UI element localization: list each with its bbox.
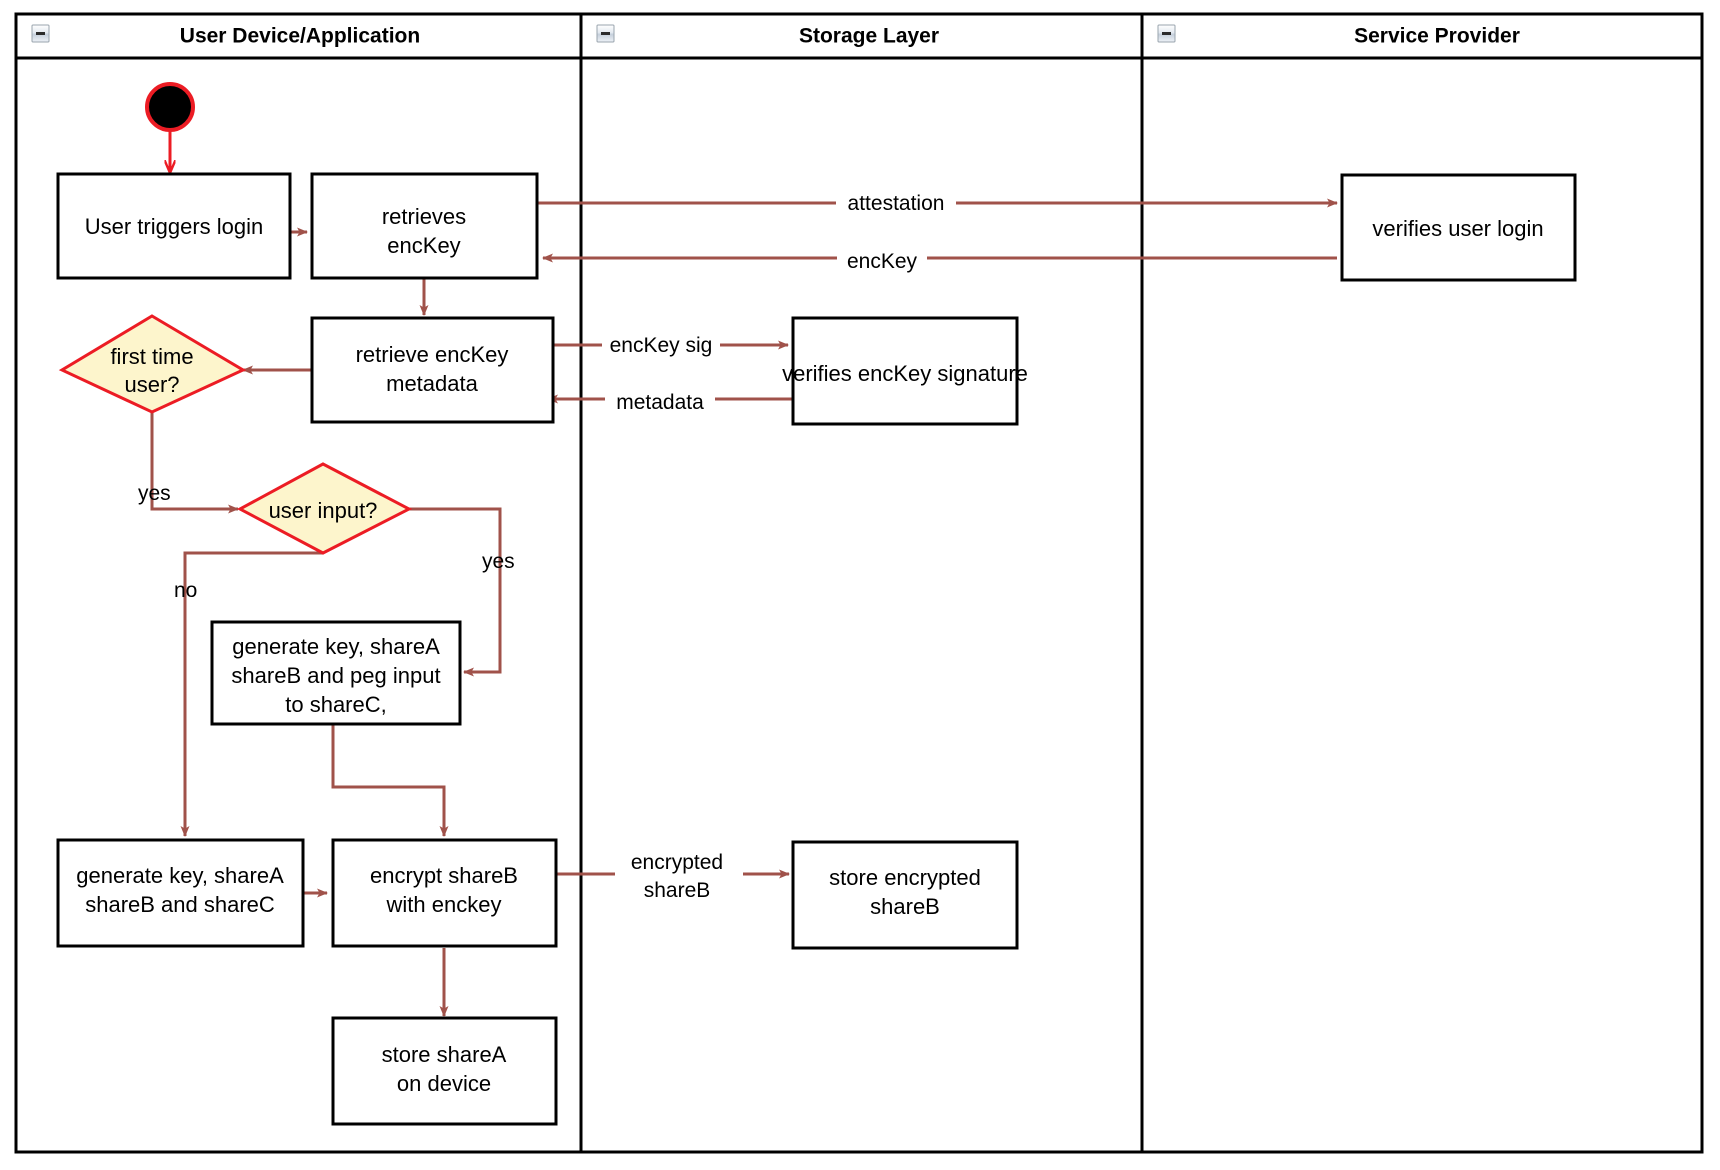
lane-title-service-provider: Service Provider [1354, 25, 1520, 48]
edge-label-enckey-sig: encKey sig [610, 334, 713, 357]
node-verifies-user-login[interactable]: verifies user login [1340, 173, 1577, 282]
node-label-encrypt-shareb-line1: encrypt shareB [370, 863, 518, 888]
activity-box-retrieve-enckey-metadata[interactable] [310, 316, 555, 424]
node-store-encrypted-shareb[interactable]: store encrypted shareB [791, 840, 1019, 950]
edge-label-bg-enckey-sig [602, 332, 720, 358]
node-label-user-input: user input? [269, 498, 378, 523]
node-user-triggers-login[interactable]: User triggers login [56, 172, 292, 280]
node-retrieves-enckey[interactable]: retrieves encKey [310, 172, 539, 280]
activity-box-store-sharea-on-device[interactable] [331, 1016, 558, 1126]
node-label-encrypt-shareb-line2: with enckey [386, 892, 502, 917]
activity-box-generate-sharea-b-c[interactable] [56, 838, 305, 948]
node-label-verifies-user-login: verifies user login [1372, 216, 1543, 241]
activity-box-verifies-enckey-signature[interactable] [791, 316, 1019, 426]
node-generate-peg-sharec[interactable]: generate key, shareA shareB and peg inpu… [210, 620, 462, 726]
activity-box-store-encrypted-shareb[interactable] [791, 840, 1019, 950]
node-label-generate-abc-line2: shareB and shareC [85, 892, 275, 917]
node-generate-sharea-b-c[interactable]: generate key, shareA shareB and shareC [56, 838, 305, 948]
node-label-retrieves-enckey-line1: retrieves [382, 204, 466, 229]
edge-label-bg-encrypted-shareb [615, 846, 743, 902]
node-label-store-enc-shareb-line1: store encrypted [829, 865, 981, 890]
node-label-store-sharea-line2: on device [397, 1071, 491, 1096]
lane-header-storage-layer[interactable]: Storage Layer [596, 24, 939, 48]
edge-label-bg-enckey [837, 248, 927, 274]
edge-user-input-no-to-generate-abc [180, 551, 323, 837]
edge-label-encrypted-shareb-line1: encrypted [631, 851, 723, 874]
edge-label-encrypted-shareb-line2: shareB [644, 879, 711, 902]
initial-node-circle[interactable] [145, 82, 195, 132]
node-label-first-time-user-line1: first time [110, 344, 193, 369]
edge-first-time-yes-to-user-input [150, 411, 239, 514]
decision-diamond-user-input[interactable] [236, 462, 413, 555]
lane-header-user-device[interactable]: User Device/Application [31, 24, 420, 48]
edge-label-metadata: metadata [616, 391, 704, 414]
edge-generate-peg-to-encrypt [331, 723, 449, 837]
lane-title-storage-layer: Storage Layer [799, 25, 939, 48]
lane-header-service-provider[interactable]: Service Provider [1157, 24, 1520, 48]
edge-label-bg-attestation [836, 190, 956, 216]
node-label-generate-peg-line3: to shareC, [285, 692, 387, 717]
node-label-first-time-user-line2: user? [124, 372, 179, 397]
edge-label-yes-user-input: yes [482, 550, 515, 573]
activity-box-encrypt-shareb[interactable] [331, 838, 558, 948]
diagram-outer-border [14, 12, 1704, 1154]
activity-box-generate-peg-sharec[interactable] [210, 620, 462, 726]
edge-user-input-yes-to-generate-peg [409, 507, 502, 677]
node-label-store-enc-shareb-line2: shareB [870, 894, 940, 919]
node-label-retrieve-metadata-line1: retrieve encKey [356, 342, 509, 367]
edge-label-yes-first-time: yes [138, 482, 171, 505]
node-label-store-sharea-line1: store shareA [382, 1042, 507, 1067]
node-label-generate-abc-line1: generate key, shareA [76, 863, 284, 888]
node-label-verifies-enckey-signature: verifies encKey signature [782, 361, 1028, 386]
node-label-retrieve-metadata-line2: metadata [386, 371, 478, 396]
edge-label-bg-metadata [605, 389, 715, 415]
node-label-generate-peg-line1: generate key, shareA [232, 634, 440, 659]
lane-title-user-device: User Device/Application [180, 25, 420, 48]
activity-box-verifies-user-login[interactable] [1340, 173, 1577, 282]
node-retrieve-enckey-metadata[interactable]: retrieve encKey metadata [310, 316, 555, 424]
edge-label-no-user-input: no [174, 579, 197, 602]
activity-box-user-triggers-login[interactable] [56, 172, 292, 280]
activity-box-retrieves-enckey[interactable] [310, 172, 539, 280]
node-verifies-enckey-signature[interactable]: verifies encKey signature [782, 316, 1028, 426]
node-store-sharea-on-device[interactable]: store shareA on device [331, 1016, 558, 1126]
minus-glyph-service-provider [1162, 32, 1171, 35]
node-decision-user-input[interactable]: user input? [236, 462, 413, 555]
node-label-user-triggers-login: User triggers login [85, 214, 264, 239]
node-decision-first-time-user[interactable]: first time user? [58, 314, 247, 414]
node-label-generate-peg-line2: shareB and peg input [231, 663, 440, 688]
minus-glyph-user-device [36, 32, 45, 35]
edge-label-enckey: encKey [847, 250, 918, 273]
edge-label-attestation: attestation [848, 192, 945, 215]
decision-diamond-first-time-user[interactable] [58, 314, 247, 414]
node-initial-start[interactable] [145, 82, 195, 132]
node-label-retrieves-enckey-line2: encKey [387, 233, 460, 258]
minus-glyph-storage-layer [601, 32, 610, 35]
node-encrypt-shareb[interactable]: encrypt shareB with enckey [331, 838, 558, 948]
